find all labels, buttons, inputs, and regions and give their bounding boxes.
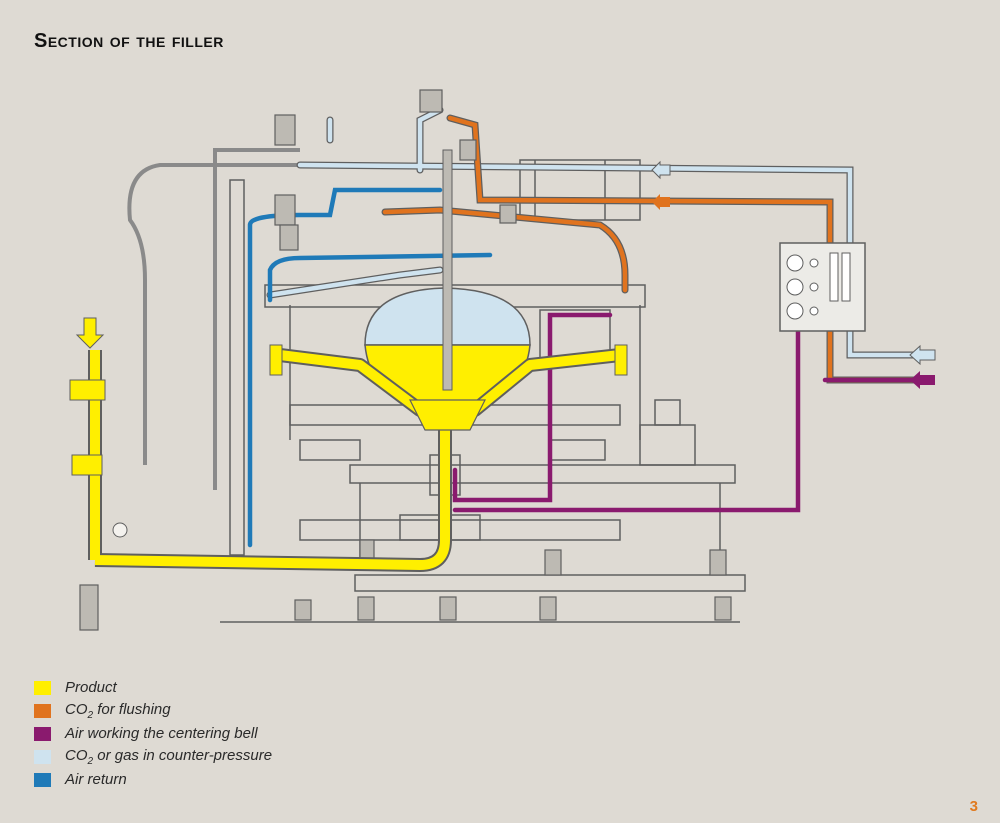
product-tank	[364, 149, 531, 406]
legend-label: CO2 or gas in counter-pressure	[65, 746, 273, 767]
product-inlet-arrow	[75, 317, 105, 349]
air-centering-inlet-arrow	[910, 371, 935, 389]
legend-label: Air working the centering bell	[65, 725, 258, 742]
co2-flushing-top-arrow	[652, 194, 670, 210]
legend-item-co2-flushing: CO2 for flushing	[34, 699, 272, 722]
product-lines	[88, 348, 621, 572]
page-title: Section of the filler	[34, 30, 224, 52]
pressure-gauge-icon	[112, 522, 128, 538]
co2-counter-top-arrow	[651, 160, 671, 180]
legend-swatch	[34, 749, 51, 764]
vent-pipe	[127, 163, 300, 465]
legend-swatch	[34, 680, 51, 695]
page-number: 3	[969, 798, 978, 815]
air-return-lines	[247, 187, 493, 548]
valve-cluster	[274, 89, 517, 251]
legend: Product CO2 for flushing Air working the…	[34, 676, 272, 791]
legend-item-product: Product	[34, 676, 272, 699]
legend-label: CO2 for flushing	[65, 700, 171, 721]
machine-feet	[79, 539, 732, 631]
legend-label: Air return	[65, 771, 127, 788]
legend-item-air-centering: Air working the centering bell	[34, 722, 272, 745]
co2-counter-inlet-arrow	[909, 344, 936, 366]
legend-swatch	[34, 703, 51, 718]
air-centering-lines	[452, 312, 923, 513]
legend-swatch	[34, 726, 51, 741]
legend-item-co2-counter-pressure: CO2 or gas in counter-pressure	[34, 745, 272, 768]
legend-item-air-return: Air return	[34, 768, 272, 791]
control-panel	[779, 242, 866, 332]
legend-swatch	[34, 772, 51, 787]
legend-label: Product	[65, 679, 117, 696]
